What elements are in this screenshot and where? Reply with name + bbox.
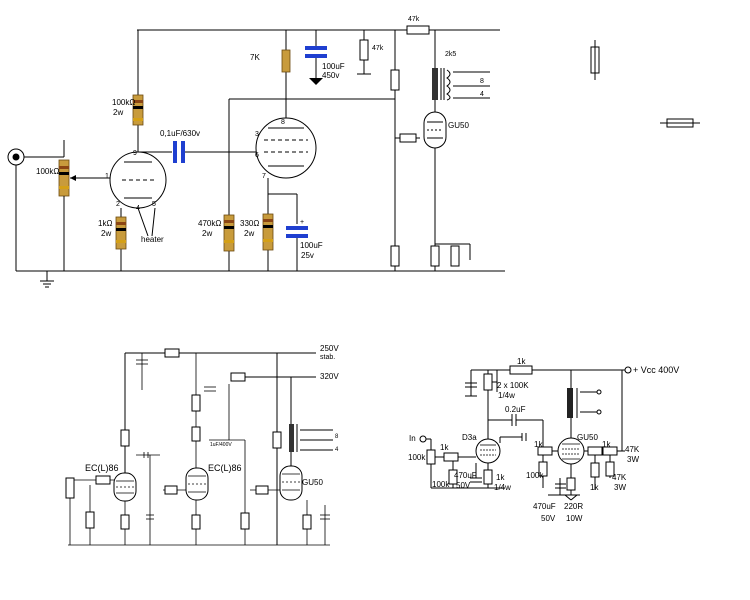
bl-tube-gu50: [279, 465, 303, 501]
br-label-gu50: GU50: [577, 433, 598, 442]
bl-out-8: 8: [335, 434, 339, 440]
bl-tube-1: [113, 472, 137, 502]
br-label-cap-02: 0.2uF: [505, 405, 526, 414]
input-tube-triode: [109, 151, 167, 209]
br-label-pot-100k: 100k: [408, 453, 426, 462]
br-label-1k-cath-a: 1k: [496, 473, 505, 482]
br-label-1k-g3: 1k: [602, 440, 611, 449]
br-label-1k-top: 1k: [517, 357, 526, 366]
bottom-left-schematic: 250V stab. 320V EC(L)86 EC(L)86 GU50: [65, 344, 339, 546]
label-plate1-r-a: 100kΩ: [112, 98, 135, 107]
driver-tube-pentode: [255, 117, 317, 179]
br-label-1k-in: 1k: [440, 443, 449, 452]
label-grid2-b: 2w: [202, 229, 212, 238]
supply-filter-cap: [305, 30, 327, 85]
bl-label-250v: 250V: [320, 344, 339, 353]
top-out-4: 4: [480, 91, 484, 98]
bl-tube-2: [185, 467, 209, 501]
label-supply-cap-b: 450v: [322, 71, 339, 80]
br-label-220-b: 10W: [566, 514, 583, 523]
br-label-470b-a: 470uF: [533, 502, 556, 511]
label-input-pot: 100kΩ: [36, 167, 59, 176]
label-coupling-cap: 0,1uF/630v: [160, 129, 200, 138]
label-cathode2-a: 330Ω: [240, 219, 259, 228]
resistor-7k: [281, 49, 291, 73]
output-tube-gu50: [423, 111, 447, 149]
tube2-pin3: 3: [255, 131, 259, 138]
label-47k-vertical: 47k: [372, 45, 384, 52]
bl-out-4: 4: [335, 447, 339, 453]
resistor-47k-horizontal: [406, 25, 430, 35]
br-label-1k-cath-b: 1/4w: [494, 483, 511, 492]
br-label-d3a: D3a: [462, 433, 477, 442]
label-47k-horizontal: 47k: [408, 16, 420, 23]
bl-label-stab: stab.: [320, 354, 335, 361]
label-cathode2-cap-b: 25v: [301, 251, 314, 260]
output-transformer: [432, 68, 490, 101]
label-cathode2-b: 2w: [244, 229, 254, 238]
tube1-pin2: 2: [116, 201, 120, 208]
label-cathode2-cap-a: 100uF: [300, 241, 323, 250]
resistor-plate1: [132, 94, 144, 126]
coupling-capacitor: [173, 141, 259, 163]
tube1-pin9: 9: [133, 150, 137, 157]
label-cathode1-b: 2w: [101, 229, 111, 238]
br-label-470-b: 50V: [456, 481, 471, 490]
label-2k5: 2k5: [445, 51, 456, 58]
label-7k: 7K: [250, 53, 260, 62]
ground-symbol: [40, 271, 54, 288]
br-label-1k-mid: 1k: [534, 440, 543, 449]
tube2-pin7: 7: [262, 173, 266, 180]
bl-label-tube2: EC(L)86: [208, 463, 242, 473]
tube2-pin6: 6: [255, 152, 259, 159]
tube2-pin8: 8: [281, 119, 285, 126]
tube1-pin5: 5: [152, 201, 156, 208]
cathode-bypass-cap: [286, 226, 308, 271]
br-label-2x100k-b: 1/4w: [498, 391, 515, 400]
top-schematic: 100kΩ 9 1 2 4 5 100kΩ 2w: [7, 16, 700, 288]
label-plate1-r-b: 2w: [113, 108, 123, 117]
resistor-cathode2: [262, 213, 274, 251]
br-label-1k-g2: 1k: [590, 483, 599, 492]
br-label-470-a: 470uF: [454, 471, 477, 480]
bottom-right-schematic: + Vcc 400V 1k 2 x 100K 1/4w D3a In 100k …: [408, 357, 679, 523]
br-label-470b-b: 50V: [541, 514, 556, 523]
top-out-8: 8: [480, 78, 484, 85]
br-label-47k2-b: 3W: [614, 483, 626, 492]
label-gu50-top: GU50: [448, 121, 469, 130]
br-label-in: In: [409, 434, 416, 443]
br-label-100k-mid: 100k: [526, 471, 544, 480]
bl-output-transformer: [289, 424, 333, 452]
bl-label-gu50: GU50: [302, 478, 323, 487]
br-label-100k-grid: 100k: [432, 480, 450, 489]
br-label-47k-b: 3W: [627, 455, 639, 464]
resistor-47k-vertical: [359, 39, 369, 61]
br-label-220-a: 220R: [564, 502, 583, 511]
resistor-cathode1: [115, 216, 127, 250]
br-label-vcc: + Vcc 400V: [633, 365, 679, 375]
resistor-grid2: [223, 214, 235, 252]
br-tube-d3a: [475, 438, 501, 464]
br-label-47k2-a: 47K: [612, 473, 627, 482]
bl-label-tube1: EC(L)86: [85, 463, 119, 473]
bl-label-320v: 320V: [320, 372, 339, 381]
label-supply-cap-a: 100uF: [322, 62, 345, 71]
tube1-pin1: 1: [105, 173, 109, 180]
bl-label-cap-mid: 1uF/400V: [210, 442, 232, 448]
br-label-47k-a: 47K: [625, 445, 640, 454]
label-heater: heater: [141, 235, 164, 244]
label-grid2-a: 470kΩ: [198, 219, 221, 228]
label-cathode1-a: 1kΩ: [98, 219, 112, 228]
input-jack: [7, 148, 64, 271]
br-label-2x100k-a: 2 x 100K: [497, 381, 529, 390]
input-volume-pot: [58, 140, 112, 271]
svg-text:+: +: [300, 219, 304, 226]
